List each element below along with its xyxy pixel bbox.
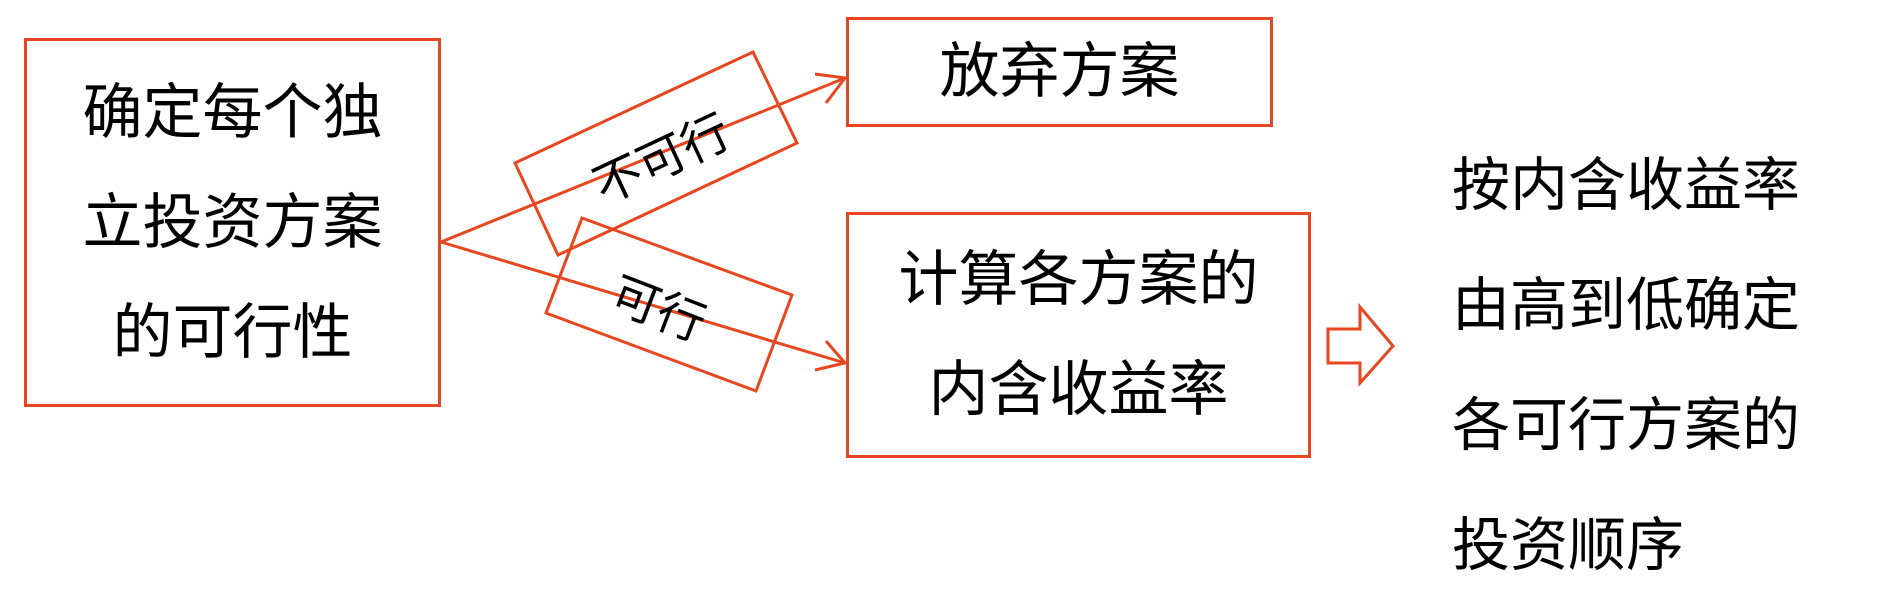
- start-node-determine-feasibility: 确定每个独 立投资方案 的可行性: [24, 38, 441, 407]
- result-line: 投资顺序: [1452, 511, 1685, 579]
- right-block-arrow-icon: [1326, 302, 1395, 387]
- feasible-arrow: [440, 240, 848, 372]
- result-text: 按内含收益率 由高到低确定 各可行方案的 投资顺序: [1452, 125, 1800, 605]
- start-node-line: 的可行性: [112, 297, 353, 368]
- result-line: 按内含收益率: [1452, 151, 1801, 219]
- abandon-node-line: 放弃方案: [939, 37, 1180, 107]
- infeasible-label-frame: [513, 50, 800, 257]
- start-node-line: 确定每个独: [82, 77, 383, 148]
- result-line: 各可行方案的: [1452, 391, 1801, 459]
- irr-node-line: 计算各方案的: [898, 245, 1259, 315]
- irr-node-line: 内含收益率: [928, 355, 1229, 425]
- irr-node-compute-rate: 计算各方案的 内含收益率: [846, 212, 1311, 458]
- connectors-layer: [440, 50, 1395, 393]
- start-node-line: 立投资方案: [82, 187, 383, 258]
- infeasible-arrow: [440, 72, 848, 244]
- result-line: 由高到低确定: [1452, 271, 1801, 339]
- feasible-label-frame: [544, 216, 794, 393]
- abandon-node: 放弃方案: [846, 17, 1273, 127]
